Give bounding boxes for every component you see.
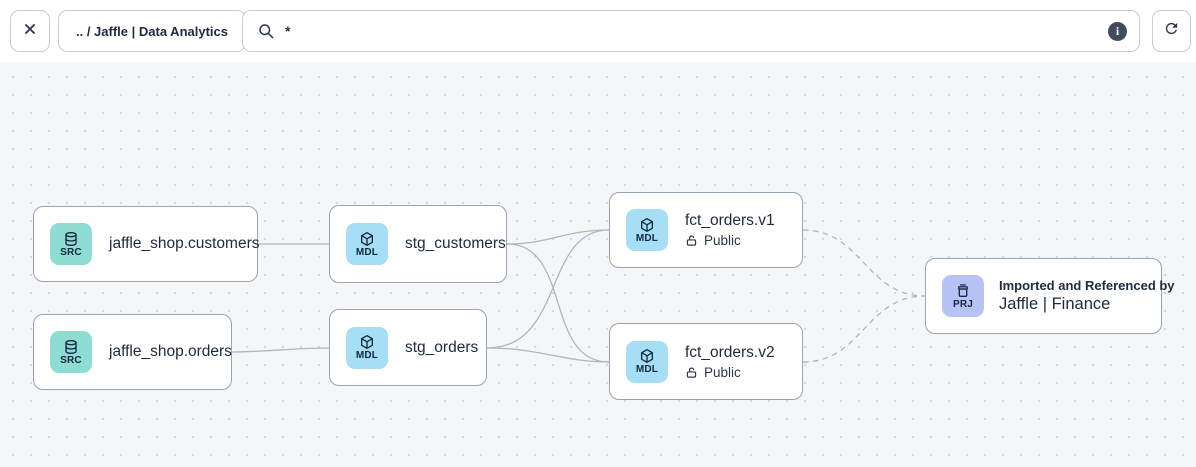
node-project-jaffle-finance[interactable]: PRJ Imported and Referenced by Jaffle | …: [925, 258, 1175, 334]
access-row: Public: [685, 233, 775, 248]
node-type-badge: PRJ: [952, 298, 974, 310]
node-label: jaffle_shop.orders: [109, 343, 232, 360]
model-node-icon: MDL: [346, 223, 388, 265]
search-input[interactable]: [285, 23, 1108, 39]
source-node-icon: SRC: [50, 331, 92, 373]
node-label: stg_orders: [405, 338, 479, 356]
cube-icon: [639, 348, 655, 364]
close-icon: [22, 21, 38, 42]
node-label: fct_orders.v1: [685, 212, 775, 229]
edges-layer: [231, 229, 926, 363]
access-label: Public: [704, 233, 741, 248]
model-node-icon: MDL: [626, 340, 668, 383]
edge-fct_v2-project: [802, 295, 926, 363]
node-stg_customers[interactable]: MDL stg_customers: [329, 205, 507, 283]
close-button[interactable]: [10, 10, 50, 52]
search-box: i: [242, 10, 1140, 52]
project-node-icon: PRJ: [942, 275, 984, 317]
node-stg_orders[interactable]: MDL stg_orders: [329, 309, 487, 386]
node-label: stg_customers: [405, 235, 506, 252]
node-jaffle_shop-orders[interactable]: SRC jaffle_shop.orders: [33, 314, 232, 390]
node-jaffle_shop-customers[interactable]: SRC jaffle_shop.customers: [33, 206, 260, 282]
node-label: Jaffle | Finance: [999, 295, 1111, 313]
database-icon: [63, 339, 79, 355]
source-node-icon: SRC: [50, 223, 92, 265]
node-type-badge: SRC: [60, 354, 82, 366]
node-type-badge: MDL: [355, 350, 379, 361]
info-icon[interactable]: i: [1108, 21, 1127, 41]
breadcrumb-label: .. / Jaffle | Data Analytics: [76, 23, 228, 39]
cube-icon: [639, 217, 655, 233]
edge-stg_customers-fct_v2: [506, 243, 610, 363]
lineage-canvas[interactable]: SRC jaffle_shop.customers SRC jaffle_sho…: [0, 62, 1196, 467]
node-label: jaffle_shop.customers: [109, 235, 260, 252]
project-icon: [955, 283, 971, 299]
refresh-icon: [1163, 20, 1180, 42]
node-type-badge: MDL: [355, 246, 379, 258]
node-fct_orders-v1[interactable]: MDL fct_orders.v1 Public: [609, 192, 803, 268]
cube-icon: [359, 231, 375, 247]
search-icon: [257, 22, 275, 40]
database-icon: [63, 231, 79, 247]
access-label: Public: [704, 364, 741, 380]
lock-open-icon: [685, 366, 698, 379]
node-type-badge: SRC: [60, 246, 82, 258]
node-caption: Imported and Referenced by: [999, 278, 1175, 293]
edge-stg_customers-fct_v1: [506, 229, 610, 245]
model-node-icon: MDL: [346, 326, 388, 369]
node-label: fct_orders.v2: [685, 343, 775, 361]
node-fct_orders-v2[interactable]: MDL fct_orders.v2 Public: [609, 323, 803, 400]
edge-stg_orders-fct_v1: [486, 229, 610, 349]
refresh-button[interactable]: [1152, 10, 1191, 52]
node-type-badge: MDL: [635, 232, 659, 244]
breadcrumb[interactable]: .. / Jaffle | Data Analytics: [58, 10, 246, 52]
toolbar: .. / Jaffle | Data Analytics i: [0, 0, 1196, 62]
model-node-icon: MDL: [626, 209, 668, 251]
edge-orders-stg_orders: [231, 347, 330, 353]
access-row: Public: [685, 365, 775, 380]
lock-open-icon: [685, 234, 698, 247]
edge-fct_v1-project: [802, 229, 926, 297]
edge-stg_orders-fct_v2: [486, 347, 610, 363]
node-type-badge: MDL: [635, 364, 659, 375]
cube-icon: [359, 334, 375, 350]
